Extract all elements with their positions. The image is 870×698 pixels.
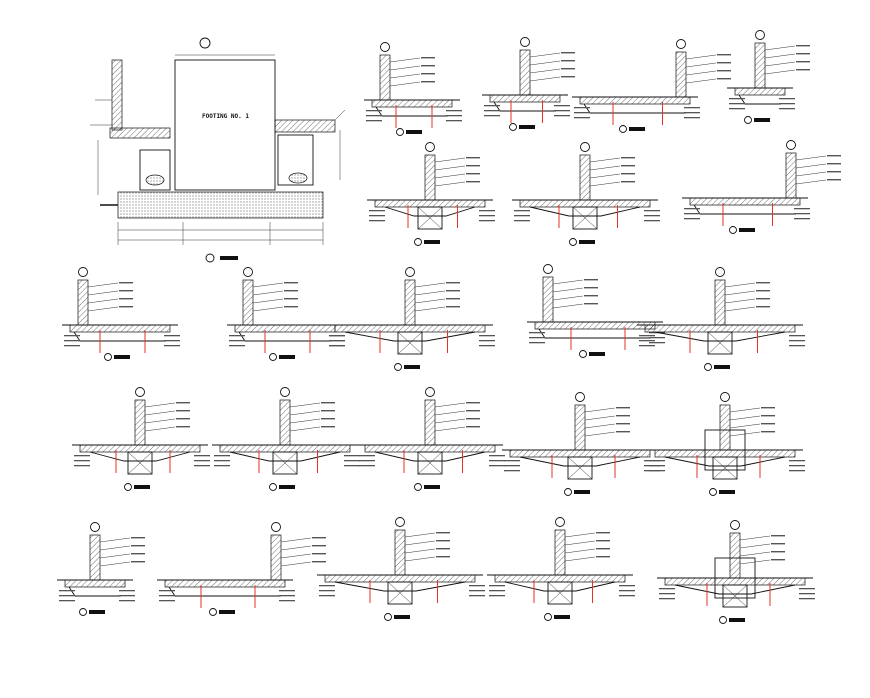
- detail-d06: [512, 142, 660, 246]
- detail-d13: [72, 387, 210, 491]
- detail-d04: [727, 30, 810, 124]
- detail-d15: [357, 387, 505, 491]
- detail-d01: [364, 42, 462, 136]
- detail-d20: [317, 517, 485, 621]
- detail-d03: [572, 39, 731, 133]
- detail-d19: [157, 522, 326, 616]
- detail-d18: [57, 522, 145, 616]
- section-details: [57, 30, 841, 624]
- detail-d02: [482, 37, 575, 131]
- detail-d14: [212, 387, 360, 491]
- detail-d10: [327, 267, 495, 371]
- detail-d17: [647, 392, 805, 496]
- main-title: FOOTING NO. 1: [202, 113, 249, 120]
- detail-d07: [682, 140, 841, 234]
- detail-d11: [527, 264, 665, 358]
- detail-d08: [62, 267, 180, 361]
- detail-d09: [227, 267, 345, 361]
- detail-d05: [367, 142, 495, 246]
- footing-elevation: FOOTING NO. 1: [90, 37, 346, 263]
- detail-d21: [487, 517, 635, 621]
- detail-d16: [502, 392, 660, 496]
- detail-d22: [657, 520, 815, 624]
- detail-d12: [637, 267, 805, 371]
